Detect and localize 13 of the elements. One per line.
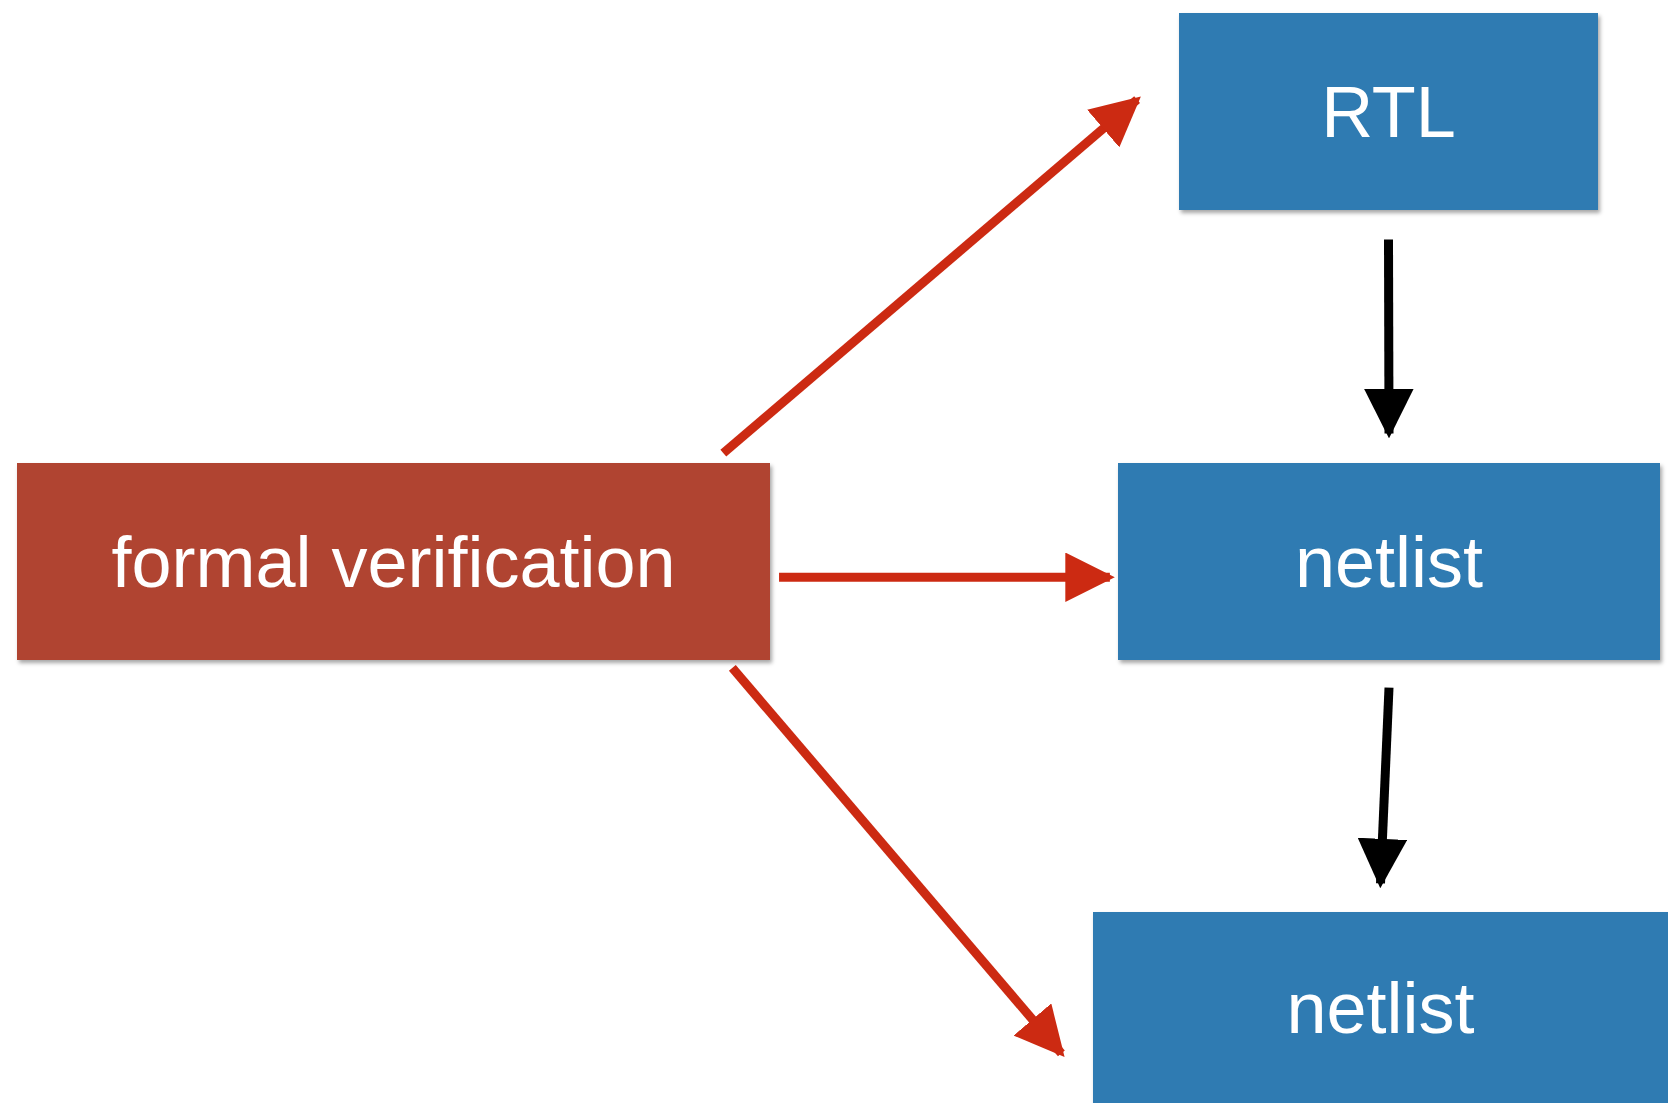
process-box [17, 463, 770, 660]
process-box [1093, 912, 1668, 1103]
box-label: netlist [1294, 525, 1484, 598]
box-label: RTL [1321, 75, 1456, 148]
arrow [1364, 239, 1414, 439]
arrow [720, 96, 1141, 457]
process-box [1179, 13, 1598, 210]
box-label: netlist [1286, 971, 1475, 1044]
box-label: formal verification [111, 525, 676, 598]
arrow [728, 664, 1065, 1058]
arrow [779, 552, 1115, 602]
process-box [1118, 463, 1660, 660]
arrow [1357, 687, 1408, 889]
